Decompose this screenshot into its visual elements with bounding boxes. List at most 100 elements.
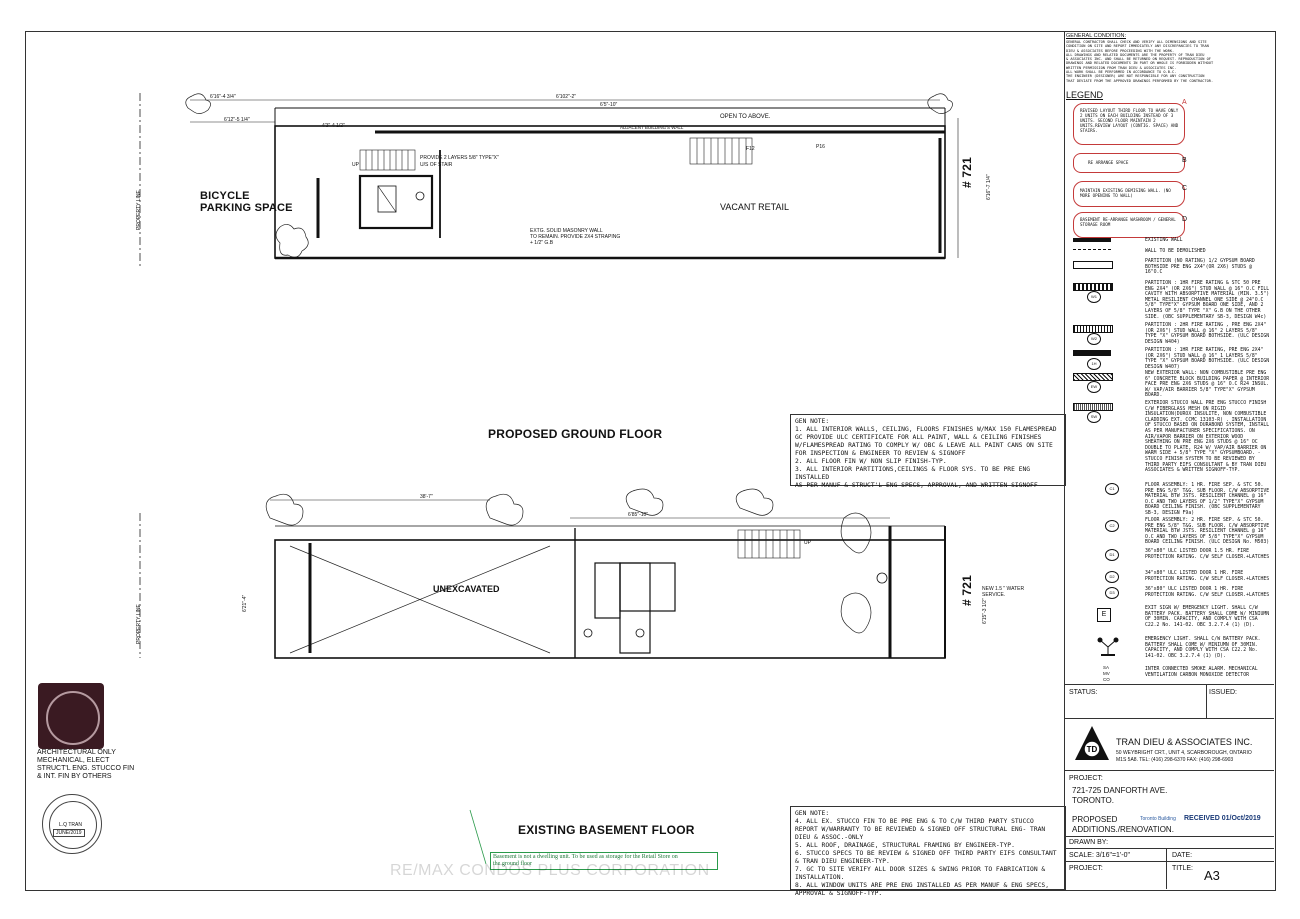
basement-use-stamp: Basement is not a dwelling unit. To be u… <box>490 852 718 870</box>
dim-top-mid: 6'102"-2" <box>556 94 577 100</box>
masonry-note-1: EXTG. SOLID MASONRY WALL <box>530 228 603 234</box>
legend-text: EXIT SIGN W/ EMERGENCY LIGHT. SHALL C/W … <box>1145 606 1270 628</box>
masonry-note-2: TO REMAIN. PROVIDE 2X4 STRAPING <box>530 234 621 240</box>
legend-text: FLOOR ASSEMBLY: 1 HR. FIRE SEP. & STC 50… <box>1145 483 1270 516</box>
legend-text: PARTITION : 1HR FIRE RATING & STC 50 PRE… <box>1145 281 1270 320</box>
proposed-line-1: PROPOSED <box>1072 815 1118 824</box>
general-condition-line: DRAWINGS AND RELATED DOCUMENTS IN PART O… <box>1066 61 1214 66</box>
svg-text:TD: TD <box>1087 745 1098 754</box>
stair-rear <box>689 137 753 165</box>
basement-address-tag: # 721 <box>960 574 974 606</box>
status-divider <box>1206 684 1207 718</box>
legend-text: 36"x80" ULC LISTED DOOR 1 HR. FIRE PROTE… <box>1145 587 1270 598</box>
legend-text: FLOOR ASSEMBLY: 2 HR. FIRE SEP. & STC 50… <box>1145 518 1270 546</box>
general-condition-line: THAT DEVIATE FROM THE APPROVED DRAWINGS … <box>1066 78 1214 83</box>
date-label: DATE: <box>1172 852 1193 859</box>
title-row: PROJECT: TITLE: A3 <box>1064 861 1274 890</box>
gen-note-2-line: 5. ALL ROOF, DRAINAGE, STRUCTURAL FRAMIN… <box>795 842 1015 849</box>
revision-cloud-d: BASEMENT RE-ARRANGE WASHROOM / GENERAL S… <box>1073 212 1185 238</box>
basement-floor-title: EXISTING BASEMENT FLOOR <box>518 823 695 837</box>
bicycle-label-1: BICYCLE <box>200 190 250 202</box>
revision-c-tag: C <box>1182 185 1188 192</box>
p16-label: P16 <box>816 144 825 150</box>
gen-note-2-line: DIEU & ASSOC.-ONLY <box>795 834 864 841</box>
legend-text: EXTERIOR STUCCO WALL PRE ENG STUCCO FINI… <box>1145 401 1270 474</box>
vacant-retail-label: VACANT RETAIL <box>720 202 790 212</box>
ground-floor-plan <box>139 93 959 268</box>
co-detector-icon: CO <box>1103 677 1110 682</box>
general-condition-line: ALL WORK SHALL BE PERFORMED IN ACCORDANC… <box>1066 70 1177 75</box>
project-no-label: PROJECT: <box>1069 865 1103 872</box>
sw-symbol <box>1073 403 1113 411</box>
w1-symbol <box>1073 283 1113 291</box>
revision-a-text: REVISED LAYOUT THIRD FLOOR TO HAVE ONLY … <box>1080 108 1179 133</box>
status-label: STATUS: <box>1069 689 1098 696</box>
f12-label: F12 <box>746 146 755 152</box>
stair-basement <box>737 529 801 559</box>
revision-cloud-a: REVISED LAYOUT THIRD FLOOR TO HAVE ONLY … <box>1073 103 1185 145</box>
arch-note-line: STRUCT'L ENG. STUCCO FIN <box>37 765 135 772</box>
gen-note-2-line: INSTALLATION. <box>795 874 845 881</box>
stamp-date: JUNE/2019 <box>53 829 85 837</box>
received-stamp-small: Toronto Building <box>1140 816 1176 822</box>
emergency-light-icon <box>1097 637 1119 656</box>
legend-heading: LEGEND <box>1066 90 1104 100</box>
exit-sign-icon: E <box>1097 608 1111 622</box>
general-condition-line: ALL DRAWINGS AND RELATED DOCUMENTS ARE T… <box>1066 52 1205 57</box>
gen-note-2-line: & TRAN DIEU ENGINEER-TYP. <box>795 858 890 865</box>
revision-b-tag: B <box>1182 157 1187 164</box>
water-note-1: NEW 1.5 " WATER <box>982 586 1025 592</box>
water-note-2: SERVICE. <box>982 592 1006 598</box>
w2-tag: W2 <box>1087 333 1101 345</box>
revision-cloud-b: RE ARRANGE SPACE <box>1073 153 1185 173</box>
gen-note-1-line: 1. ALL INTERIOR WALLS, CEILING, FLOORS F… <box>795 426 1057 433</box>
ew-symbol <box>1073 373 1113 381</box>
legend-text: WALL TO BE DEMOLISHED <box>1145 249 1206 254</box>
status-block: STATUS: ISSUED: <box>1064 684 1274 719</box>
basement-up-label: UP <box>804 540 811 546</box>
dim-stair: 4'3"-4 1/2" <box>322 123 345 129</box>
basement-dim-top: 38'-7" <box>420 494 433 500</box>
c1-tag: C1 <box>1105 483 1119 495</box>
issued-label: ISSUED: <box>1209 689 1238 696</box>
c2-tag: C2 <box>1105 520 1119 532</box>
stamp-inner-ring <box>49 801 97 849</box>
general-condition-line: THE ENGINEER (DESIGNER) ARE NOT RESPONSI… <box>1066 74 1205 79</box>
tree-shrubs <box>265 488 872 634</box>
smoke-alarm-icon: SA <box>1103 665 1110 670</box>
ground-floor-title: PROPOSED GROUND FLOOR <box>488 427 663 441</box>
general-condition-line: CONDITION ON SITE AND REPORT IMMEDIATELY… <box>1066 44 1209 49</box>
revision-a-tag: A <box>1182 99 1187 106</box>
legend-text: PARTITION (NO RATING) 1/2 GYPSUM BOARD B… <box>1145 259 1255 276</box>
partition-symbol <box>1073 261 1113 269</box>
title-label: TITLE: <box>1172 865 1194 872</box>
revision-cloud-c: MAINTAIN EXISTING DEMISING WALL. (NO MOR… <box>1073 181 1185 207</box>
drawn-by-label: DRAWN BY: <box>1069 839 1109 846</box>
watermark-text: RE/MAX CONDOS PLUS CORPORATION <box>390 862 710 879</box>
basement-property-line-label: PROPERTY LINE <box>136 604 142 644</box>
basement-use-stamp-line: the ground floor <box>493 861 532 867</box>
professional-stamp: L.Q TRAN JUNE/2019 <box>42 794 102 854</box>
drawing-sheet-border <box>25 31 1276 891</box>
ground-address-tag: # 721 <box>960 156 974 188</box>
scale-row: SCALE: 3/16"=1'-0" DATE: <box>1064 848 1274 862</box>
washroom-ground <box>358 174 434 230</box>
gen-note-2: GEN NOTE: 4. ALL EX. STUCCO FIN TO BE PR… <box>790 806 1066 897</box>
adjacent-wall-label: ADJACENT BUILDING'S WALL <box>620 125 684 130</box>
firm-address: 50 WEYBRIGHT CRT., UNIT 4, SCARBOROUGH, … <box>1116 750 1252 756</box>
gen-note-2-line: 7. GC TO SITE VERIFY ALL DOOR SIZES & SW… <box>795 866 1046 873</box>
basement-dim-top-right: 6'85"-10" <box>628 512 649 518</box>
stair-ground <box>359 149 416 171</box>
1h-symbol <box>1073 350 1111 356</box>
gen-note-2-heading: GEN NOTE: <box>795 810 830 817</box>
firm-name: TRAN DIEU & ASSOCIATES INC. <box>1116 737 1253 747</box>
unexcavated-label: UNEXCAVATED <box>433 584 500 594</box>
general-condition-line: GENERAL CONTRACTOR SHALL CHECK AND VERIF… <box>1066 40 1207 44</box>
seal-ring <box>46 691 100 745</box>
revision-d-tag: D <box>1182 216 1188 223</box>
gen-note-1-heading: GEN NOTE: <box>795 418 830 425</box>
1h-tag: 1H <box>1087 358 1101 370</box>
general-condition-text: GENERAL CONTRACTOR SHALL CHECK AND VERIF… <box>1066 40 1271 83</box>
stamp-leader-line <box>469 809 487 865</box>
drawn-by-row: DRAWN BY: <box>1064 836 1274 849</box>
